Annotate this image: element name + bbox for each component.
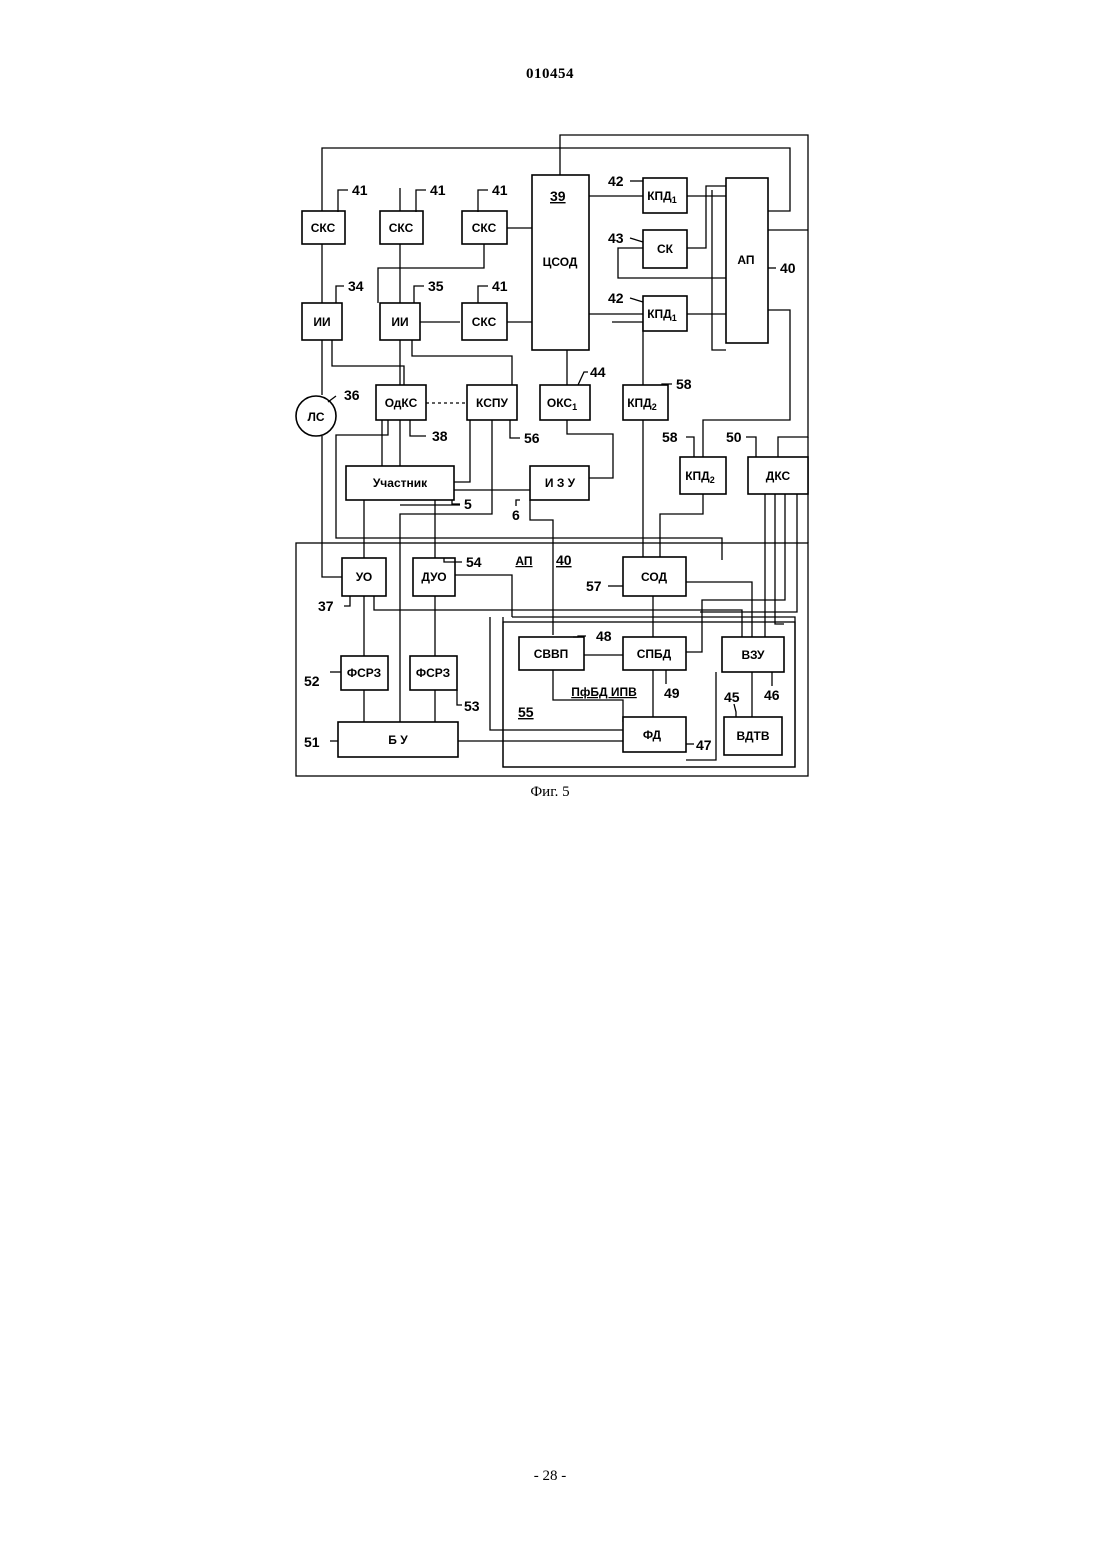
svg-text:37: 37 <box>318 598 334 614</box>
svg-text:АП: АП <box>737 253 754 267</box>
svg-text:41: 41 <box>430 182 446 198</box>
svg-text:42: 42 <box>608 290 624 306</box>
svg-text:45: 45 <box>724 689 740 705</box>
block-sk: СК <box>643 230 687 268</box>
page-number: - 28 - <box>0 1468 1100 1485</box>
svg-text:Участник: Участник <box>373 476 428 490</box>
svg-text:52: 52 <box>304 673 320 689</box>
svg-text:41: 41 <box>492 278 508 294</box>
block-cks-1: СКС <box>302 211 345 244</box>
svg-text:42: 42 <box>608 173 624 189</box>
svg-text:Б У: Б У <box>388 733 408 747</box>
block-fsrz-1: ФСРЗ <box>341 656 388 690</box>
svg-text:СПБД: СПБД <box>637 647 672 661</box>
block-kpd2-mid: КПД2 <box>623 385 668 420</box>
block-dks: ДКС <box>748 457 808 494</box>
block-oks1: ОКС1 <box>540 385 590 420</box>
svg-text:54: 54 <box>466 554 482 570</box>
svg-text:ДКС: ДКС <box>766 469 791 483</box>
block-kpd2-right: КПД2 <box>680 457 726 494</box>
svg-text:ЦСОД: ЦСОД <box>543 255 578 269</box>
block-izu: И З У <box>530 466 589 500</box>
svg-text:ДУО: ДУО <box>421 570 446 584</box>
svg-text:ИИ: ИИ <box>313 315 330 329</box>
svg-text:СКС: СКС <box>472 315 497 329</box>
block-kspu: КСПУ <box>467 385 517 420</box>
svg-text:ВДТВ: ВДТВ <box>736 729 769 743</box>
svg-text:38: 38 <box>432 428 448 444</box>
svg-text:ФСРЗ: ФСРЗ <box>347 666 381 680</box>
block-duo: ДУО <box>413 558 455 596</box>
svg-text:СКС: СКС <box>311 221 336 235</box>
svg-text:49: 49 <box>664 685 680 701</box>
svg-text:41: 41 <box>352 182 368 198</box>
svg-text:ИИ: ИИ <box>391 315 408 329</box>
svg-text:ФД: ФД <box>643 728 662 742</box>
block-cks-3: СКС <box>462 211 507 244</box>
svg-text:СВВП: СВВП <box>534 647 569 661</box>
svg-text:36: 36 <box>344 387 360 403</box>
svg-text:КСПУ: КСПУ <box>476 396 508 410</box>
block-kpd1-low: КПД1 <box>643 296 687 331</box>
svg-text:48: 48 <box>596 628 612 644</box>
block-ii-1: ИИ <box>302 303 342 340</box>
svg-text:39: 39 <box>550 188 566 204</box>
svg-text:СОД: СОД <box>641 570 668 584</box>
svg-text:СК: СК <box>657 242 674 256</box>
svg-text:6: 6 <box>512 507 520 523</box>
svg-text:58: 58 <box>662 429 678 445</box>
svg-text:УО: УО <box>356 570 373 584</box>
block-vzu: ВЗУ <box>722 637 784 672</box>
block-spbd: СПБД <box>623 637 686 670</box>
svg-text:58: 58 <box>676 376 692 392</box>
block-ap-top: АП <box>726 178 768 343</box>
block-odks: ОдКС <box>376 385 426 420</box>
svg-text:40: 40 <box>556 552 572 568</box>
block-fsrz-2: ФСРЗ <box>410 656 457 690</box>
label-pfbd: ПфБД ИПВ <box>571 685 637 699</box>
label-ap-frame: АП <box>515 554 532 568</box>
block-fd: ФД <box>623 717 686 752</box>
svg-text:И З У: И З У <box>545 476 576 490</box>
svg-text:ЛС: ЛС <box>307 410 324 424</box>
svg-text:5: 5 <box>464 496 472 512</box>
svg-text:53: 53 <box>464 698 480 714</box>
svg-text:СКС: СКС <box>472 221 497 235</box>
svg-text:ФСРЗ: ФСРЗ <box>416 666 450 680</box>
svg-text:57: 57 <box>586 578 602 594</box>
svg-text:46: 46 <box>764 687 780 703</box>
svg-text:ОдКС: ОдКС <box>385 396 418 410</box>
block-ii-2: ИИ <box>380 303 420 340</box>
svg-text:ВЗУ: ВЗУ <box>741 648 765 662</box>
svg-text:43: 43 <box>608 230 624 246</box>
svg-text:СКС: СКС <box>389 221 414 235</box>
svg-text:47: 47 <box>696 737 712 753</box>
block-cks-4: СКС <box>462 303 507 340</box>
block-sod: СОД <box>623 557 686 596</box>
block-bu: Б У <box>338 722 458 757</box>
block-svvp: СВВП <box>519 637 584 670</box>
svg-text:40: 40 <box>780 260 796 276</box>
block-uo: УО <box>342 558 386 596</box>
block-kpd1-top: КПД1 <box>643 178 687 213</box>
svg-text:55: 55 <box>518 704 534 720</box>
block-cks-2: СКС <box>380 211 423 244</box>
block-ls: ЛС <box>296 396 336 436</box>
svg-text:50: 50 <box>726 429 742 445</box>
svg-text:41: 41 <box>492 182 508 198</box>
svg-text:44: 44 <box>590 364 606 380</box>
svg-text:35: 35 <box>428 278 444 294</box>
block-vdtv: ВДТВ <box>724 717 782 755</box>
block-uchastnik: Участник <box>346 466 454 500</box>
svg-text:51: 51 <box>304 734 320 750</box>
svg-text:56: 56 <box>524 430 540 446</box>
svg-text:34: 34 <box>348 278 364 294</box>
figure-caption: Фиг. 5 <box>0 784 1100 801</box>
